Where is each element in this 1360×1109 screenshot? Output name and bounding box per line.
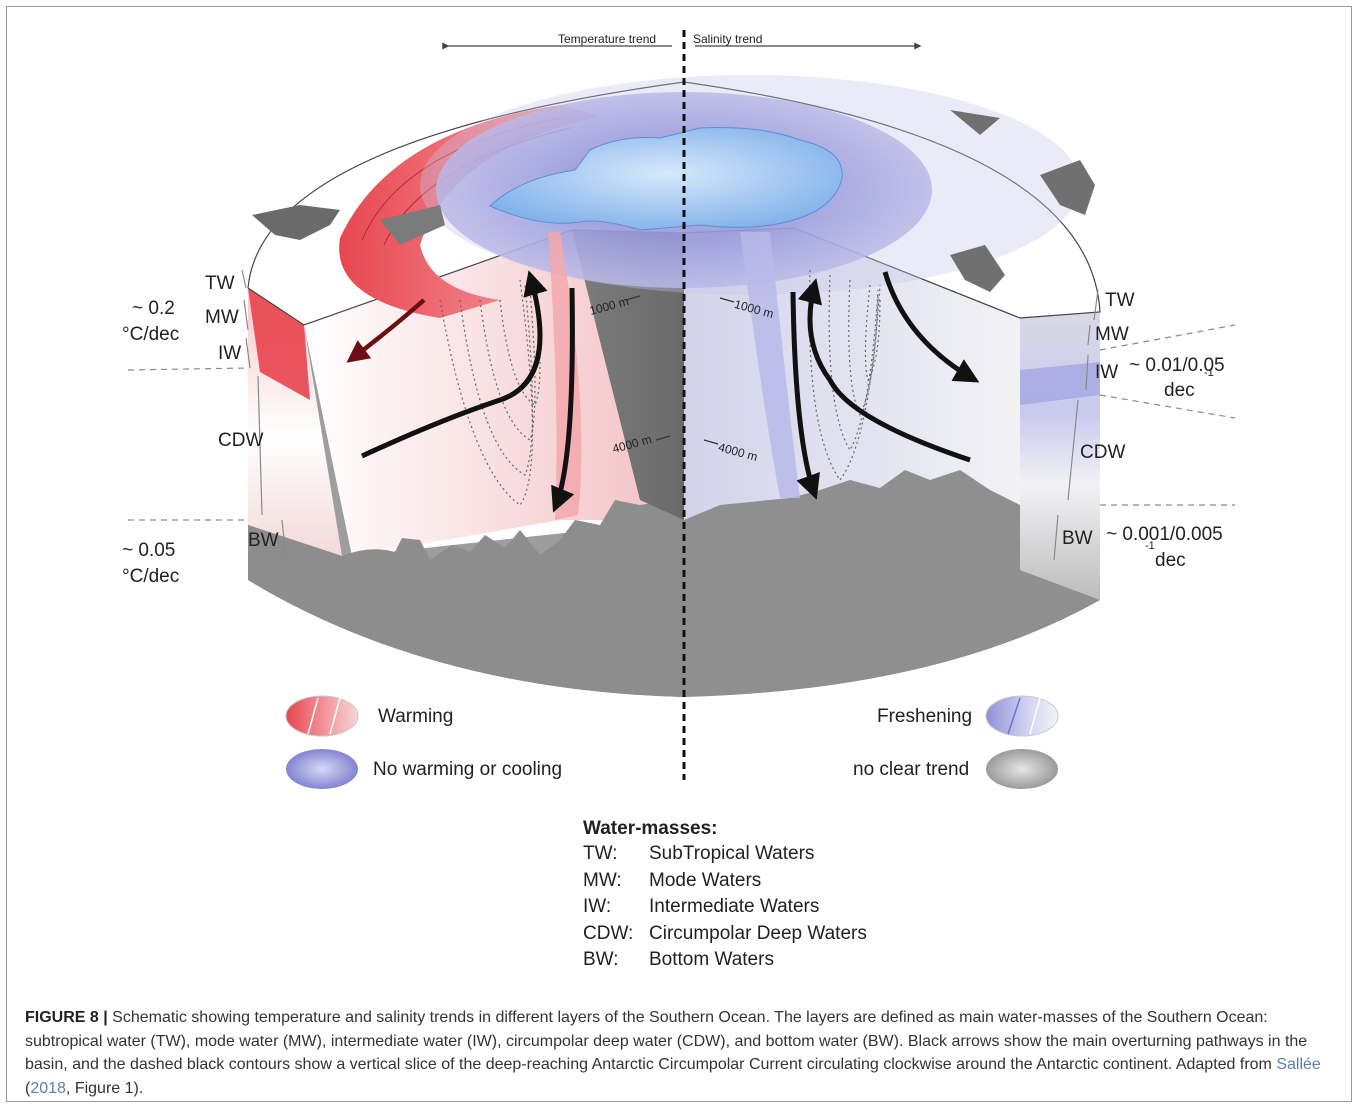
- right-mw-label: MW: [1095, 325, 1129, 344]
- caption-text: Schematic showing temperature and salini…: [25, 1009, 1307, 1073]
- water-mass-item: TW:SubTropical Waters: [583, 844, 814, 863]
- right-lower-rate-unit: dec: [1155, 551, 1186, 570]
- legend-no-trend-swatch: [986, 749, 1058, 789]
- caption-ref-author[interactable]: Sallée: [1276, 1056, 1320, 1073]
- left-lower-rate-value: ~ 0.05: [122, 541, 175, 560]
- legend-warming-label: Warming: [378, 707, 453, 726]
- left-upper-rate-unit: °C/dec: [122, 325, 179, 344]
- right-lower-rate-exp: -1: [1145, 541, 1155, 552]
- legend-no-trend-label: no clear trend: [853, 760, 969, 779]
- left-mw-label: MW: [205, 308, 239, 327]
- right-cdw-label: CDW: [1080, 443, 1125, 462]
- legend-freshening-swatch: [986, 696, 1058, 736]
- salinity-trend-label: Salinity trend: [693, 33, 762, 45]
- water-mass-item: MW:Mode Waters: [583, 871, 761, 890]
- right-upper-rate-exp: -1: [1204, 368, 1214, 379]
- temperature-trend-label: Temperature trend: [558, 33, 656, 45]
- figure-caption: FIGURE 8 | Schematic showing temperature…: [25, 1006, 1343, 1100]
- caption-ref-rest: , Figure 1).: [66, 1080, 143, 1097]
- water-masses-title: Water-masses:: [583, 818, 717, 840]
- legend-no-warming-swatch: [286, 749, 358, 789]
- left-cdw-label: CDW: [218, 431, 263, 450]
- right-upper-rate-unit: dec: [1164, 381, 1195, 400]
- left-bw-label: BW: [248, 531, 279, 550]
- legend-freshening-label: Freshening: [877, 707, 972, 726]
- right-bw-label: BW: [1062, 529, 1093, 548]
- right-lower-rate-value: ~ 0.001/0.005: [1106, 525, 1223, 544]
- caption-ref-year[interactable]: 2018: [30, 1080, 66, 1097]
- left-lower-rate-unit: °C/dec: [122, 567, 179, 586]
- caption-label: FIGURE 8 |: [25, 1009, 108, 1026]
- water-mass-item: CDW:Circumpolar Deep Waters: [583, 924, 867, 943]
- water-mass-item: IW:Intermediate Waters: [583, 897, 819, 916]
- left-iw-label: IW: [218, 344, 241, 363]
- left-upper-rate-value: ~ 0.2: [132, 299, 175, 318]
- right-iw-label: IW: [1095, 363, 1118, 382]
- water-mass-item: BW:Bottom Waters: [583, 950, 774, 969]
- legend-warming-swatch: [286, 696, 358, 736]
- left-tw-label: TW: [205, 274, 235, 293]
- legend-no-warming-label: No warming or cooling: [373, 760, 562, 779]
- right-tw-label: TW: [1105, 291, 1135, 310]
